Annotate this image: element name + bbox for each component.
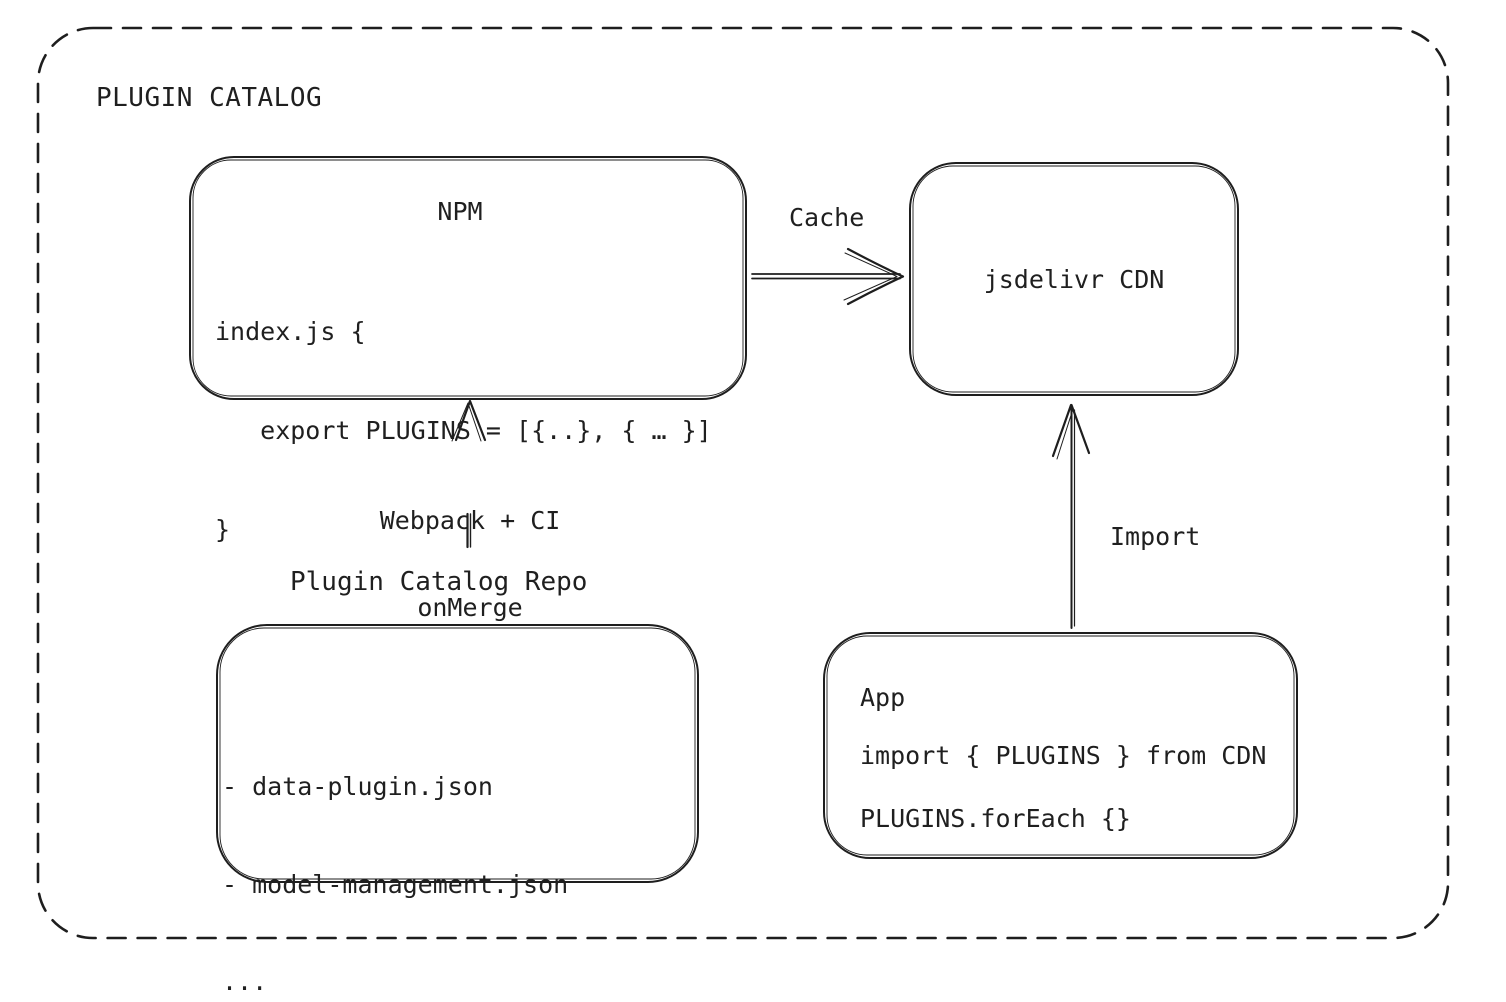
npm-code-line: export PLUGINS = [{..}, { … }] xyxy=(215,416,712,445)
npm-code-line: } xyxy=(215,515,231,544)
app-box-shape xyxy=(823,632,1298,859)
cache-arrow-label: Cache xyxy=(789,203,865,232)
npm-code-block: index.js { export PLUGINS = [{..}, { … }… xyxy=(215,249,712,612)
npm-box-shape xyxy=(189,156,747,400)
catalog-boundary-shape xyxy=(36,26,1450,940)
import-arrow-label: Import xyxy=(1110,522,1201,551)
build-arrow xyxy=(451,399,487,549)
build-arrow-label-line: onMerge xyxy=(417,593,523,622)
repo-file-item: - model-management.json xyxy=(222,869,569,899)
cdn-node-label: jsdelivr CDN xyxy=(983,265,1165,294)
build-arrow-label: Webpack + CI onMerge xyxy=(330,448,610,680)
build-arrow-label-line: Webpack + CI xyxy=(379,506,561,535)
app-code-line: import { PLUGINS } from CDN xyxy=(860,741,1267,770)
import-arrow xyxy=(1051,403,1091,629)
repo-file-item: - data-plugin.json xyxy=(222,772,493,801)
cache-arrow xyxy=(751,247,905,306)
npm-node-title: NPM xyxy=(437,197,483,226)
npm-code-line: index.js { xyxy=(215,317,366,346)
repo-box-shape xyxy=(216,624,699,883)
diagram-title: PLUGIN CATALOG xyxy=(96,83,323,113)
app-node-title: App xyxy=(860,683,906,712)
app-code-line: PLUGINS.forEach {} xyxy=(860,804,1131,833)
cdn-box-shape xyxy=(909,162,1239,396)
repo-file-list: - data-plugin.json - model-management.js… xyxy=(222,706,568,1002)
repo-file-item: ... xyxy=(222,967,268,996)
repo-node-label: Plugin Catalog Repo xyxy=(290,567,588,597)
